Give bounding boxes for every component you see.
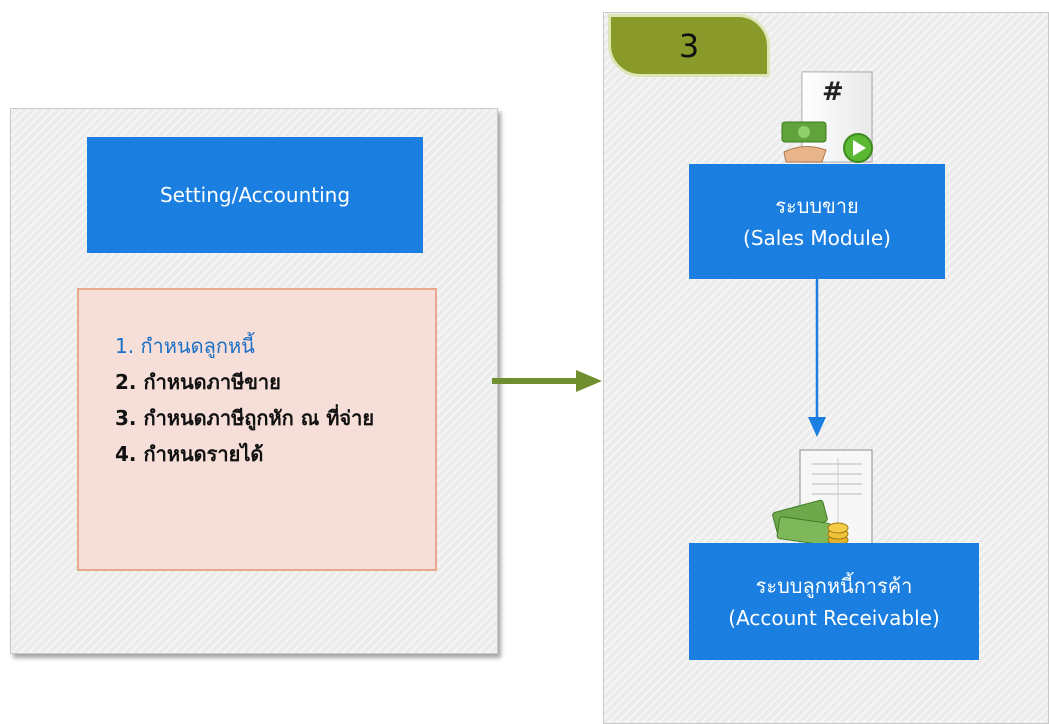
- flow-arrow: [808, 279, 826, 437]
- settings-accounting-box: Setting/Accounting: [87, 137, 423, 253]
- list-item: 1. กำหนดลูกหนี้: [115, 334, 255, 358]
- ar-thai: ระบบลูกหนี้การค้า: [755, 573, 913, 598]
- receipt-money-icon: [772, 449, 873, 549]
- invoice-money-icon: #: [781, 71, 873, 163]
- ar-english: (Account Receivable): [728, 605, 940, 630]
- sales-module-english: (Sales Module): [743, 225, 891, 250]
- list-item: 3. กำหนดภาษีถูกหัก ณ ที่จ่าย: [115, 406, 375, 430]
- sales-module-box: ระบบขาย (Sales Module): [689, 164, 945, 279]
- list-item: 4. กำหนดรายได้: [115, 442, 264, 466]
- list-item: 2. กำหนดภาษีขาย: [115, 370, 281, 394]
- account-receivable-box: ระบบลูกหนี้การค้า (Account Receivable): [689, 543, 979, 660]
- step-number: 3: [678, 26, 700, 65]
- sales-module-thai: ระบบขาย: [775, 193, 859, 218]
- settings-list: 1. กำหนดลูกหนี้ 2. กำหนดภาษีขาย 3. กำหนด…: [77, 288, 437, 571]
- connector-arrow: [492, 370, 602, 392]
- settings-title: Setting/Accounting: [159, 183, 351, 207]
- step-badge: 3: [608, 14, 770, 77]
- svg-text:#: #: [822, 77, 844, 107]
